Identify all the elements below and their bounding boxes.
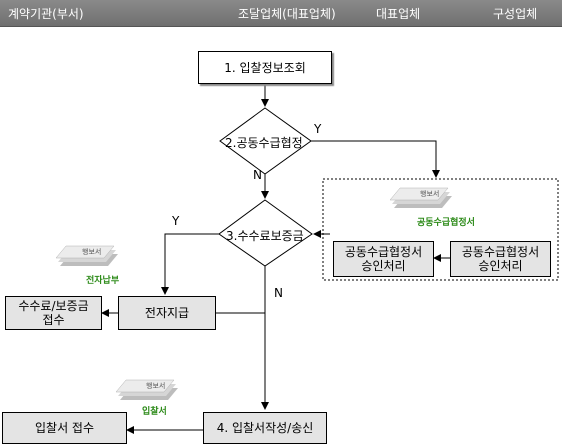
member-agreement-approval-line2: 승인처리 <box>478 259 523 273</box>
fee-deposit-receipt-line2: 접수 <box>42 313 65 327</box>
rep-agreement-approval-line2: 승인처리 <box>361 259 406 273</box>
approval-group-border <box>322 178 559 281</box>
step-bid-write-send-label: 4. 입찰서작성/송신 <box>216 421 314 435</box>
rep-agreement-approval-line1: 공동수급협정서 <box>344 245 423 259</box>
e-payment-box: 전자지급 <box>118 296 216 330</box>
header-agency: 계약기관(부서) <box>8 7 84 21</box>
edge-label-fee-no: N <box>274 286 283 300</box>
bid-doc-stamp: 행보서 <box>146 381 165 390</box>
header-representative: 대표업체 <box>376 7 421 21</box>
member-agreement-approval-line1: 공동수급협정서 <box>461 245 540 259</box>
member-agreement-approval: 공동수급협정서 승인처리 <box>450 241 551 277</box>
decision-joint-agreement-label: 2.공동수급협정 <box>225 136 303 150</box>
agreement-doc-stamp: 행보서 <box>420 189 439 198</box>
step-bid-write-send: 4. 입찰서작성/송신 <box>203 412 327 444</box>
decision-fee-deposit-label: 3.수수료보증금 <box>226 229 304 243</box>
payment-document-label: 전자납부 <box>86 276 120 286</box>
bid-receipt-label: 입찰서 접수 <box>34 421 94 435</box>
bid-receipt-box: 입찰서 접수 <box>2 412 127 444</box>
e-payment-label: 전자지급 <box>144 306 190 320</box>
payment-doc-stamp: 행보서 <box>82 247 101 256</box>
step-bid-info-lookup: 1. 입찰정보조회 <box>198 51 332 84</box>
payment-document-icon: 행보서 <box>56 245 118 266</box>
header-supplier: 조달업체(대표업체) <box>238 7 336 21</box>
agreement-document-icon: 행보서 <box>390 187 452 208</box>
edge-label-agreement-yes: Y <box>314 122 322 136</box>
fee-deposit-receipt-line1: 수수료/보증금 <box>18 299 89 313</box>
header-member: 구성업체 <box>493 7 538 21</box>
edge-label-fee-yes: Y <box>172 214 180 228</box>
bid-document-label: 입찰서 <box>142 407 167 417</box>
step-bid-info-lookup-label: 1. 입찰정보조회 <box>224 60 306 75</box>
rep-agreement-approval: 공동수급협정서 승인처리 <box>333 241 434 277</box>
bid-document-icon: 행보서 <box>116 379 178 400</box>
fee-deposit-receipt: 수수료/보증금 접수 <box>5 296 102 330</box>
agreement-document-label: 공동수급협정서 <box>417 218 475 228</box>
swimlane-header: 계약기관(부서) 조달업체(대표업체) 대표업체 구성업체 <box>0 0 562 27</box>
edge-label-agreement-no: N <box>253 168 262 182</box>
